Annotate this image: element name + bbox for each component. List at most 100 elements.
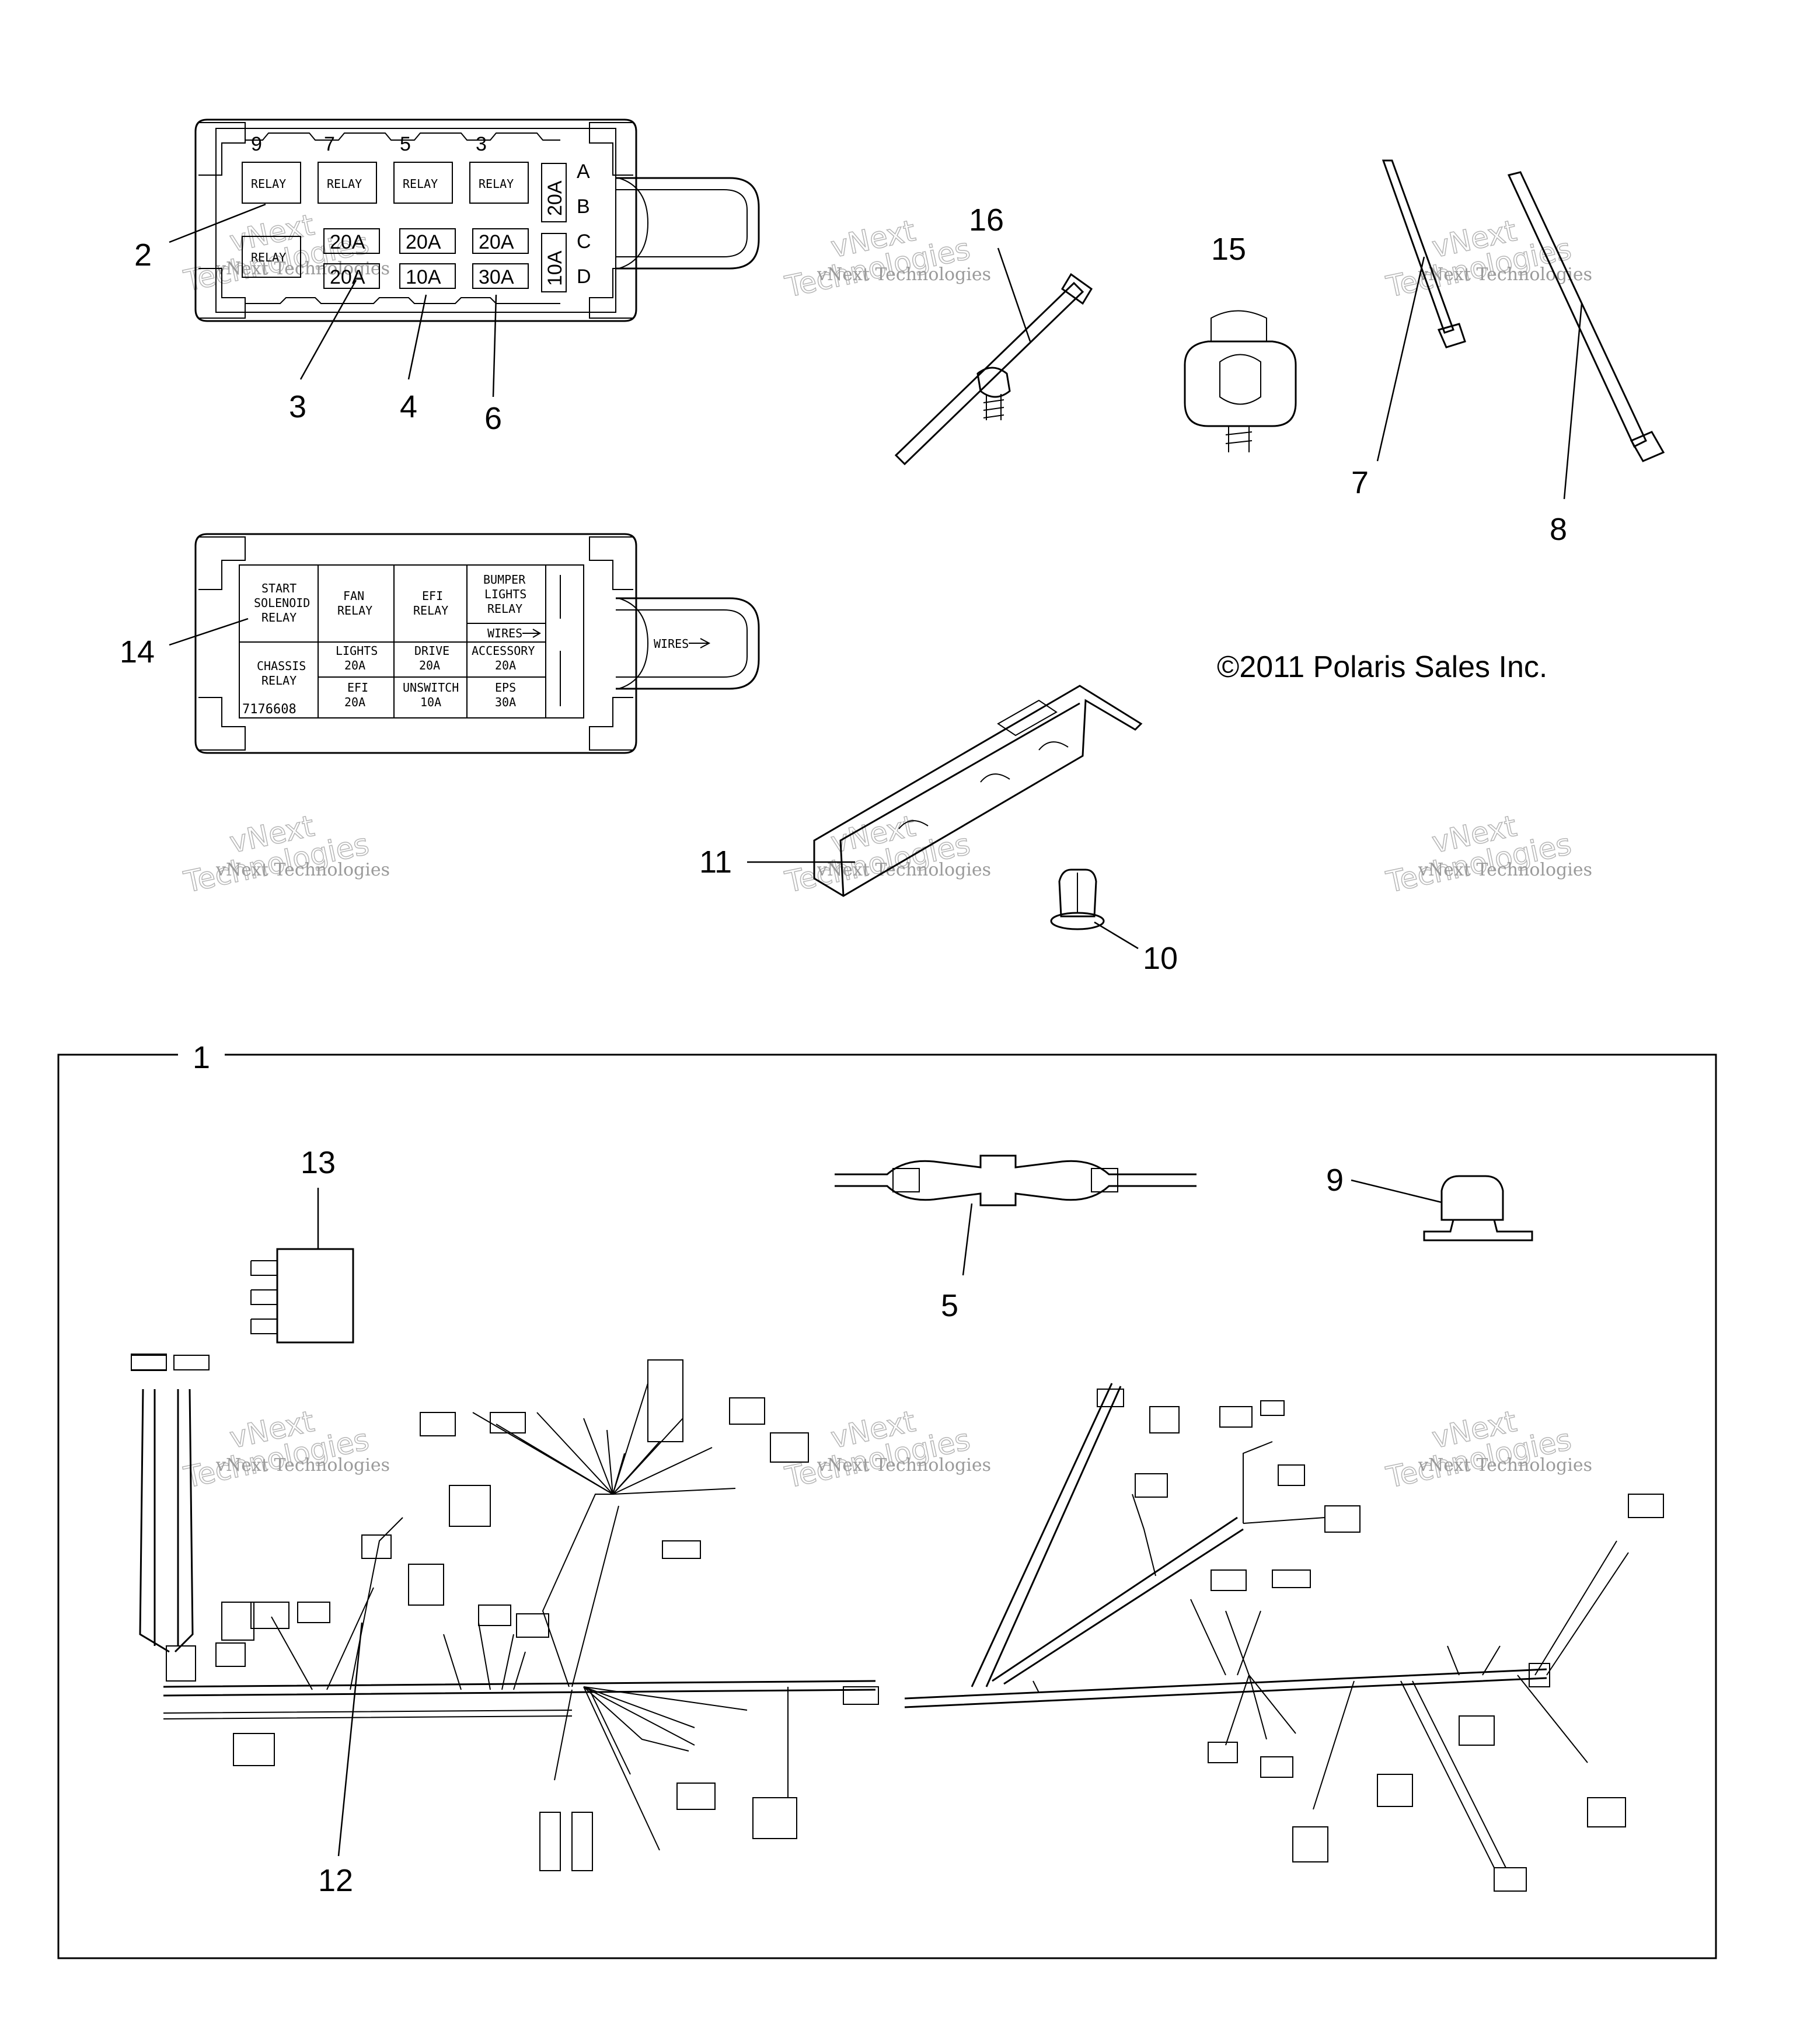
cell-text: 30A (495, 695, 516, 709)
cell-text: RELAY (261, 674, 296, 688)
part-15-clip (1184, 310, 1297, 452)
cell-text: DRIVE (414, 644, 449, 658)
watermark: vNext Technologies (1383, 808, 1575, 899)
part-10-push-rivet (1050, 868, 1105, 930)
callout-8: 8 (1550, 512, 1567, 547)
relay-label: RELAY (479, 177, 514, 191)
fuse-label: 10A (544, 250, 566, 286)
watermark: vNext Technologies (782, 213, 974, 304)
watermark-text: vNext Technologies (1418, 264, 1592, 285)
callout-6: 6 (484, 401, 502, 436)
callout-14: 14 (120, 634, 155, 669)
fuse-column-number: 3 (476, 133, 487, 155)
cell-text: RELAY (261, 611, 296, 625)
fuse-label: 30A (479, 266, 514, 288)
cell-text: EFI (422, 589, 443, 603)
cell-text: RELAY (487, 602, 522, 616)
watermark-text: vNext Technologies (1418, 860, 1592, 880)
watermark-text: vNext Technologies (817, 860, 991, 880)
leader-line (962, 1203, 973, 1276)
cell-text: CHASSIS (257, 659, 306, 673)
relay-label: RELAY (403, 177, 438, 191)
cell-text: 20A (495, 658, 516, 672)
cell-text: 20A (344, 658, 365, 672)
part-13-relay (250, 1248, 354, 1344)
harness-labels-right (1097, 1389, 1664, 1892)
leader-line (299, 280, 357, 380)
callout-15: 15 (1211, 232, 1246, 267)
kit-frame (57, 1054, 1717, 1959)
part-12-wiring-harness (131, 1354, 1664, 1892)
leader-line (337, 1622, 363, 1857)
watermark: vNext Technologies (180, 808, 372, 899)
fuse-row-letter: A (577, 161, 590, 183)
cell-text: LIGHTS (336, 644, 378, 658)
leader-line (492, 294, 497, 397)
leader-line (407, 294, 427, 380)
cell-text: 20A (419, 658, 440, 672)
cell-text: 10A (420, 695, 441, 709)
copyright-notice: ©2011 Polaris Sales Inc. (1217, 650, 1547, 684)
fuse-label: 20A (479, 231, 514, 253)
fuse-row-letter: D (577, 266, 591, 288)
watermark-text: vNext Technologies (215, 259, 390, 279)
wires-label: WIRES (487, 626, 522, 640)
watermark-text: vNext Technologies (1418, 1455, 1592, 1476)
cell-text: SOLENOID (254, 596, 310, 610)
cell-text: RELAY (413, 604, 448, 618)
cell-text: BUMPER (483, 573, 526, 587)
part-9-circuit-breaker (1423, 1175, 1533, 1241)
cell-text: RELAY (337, 604, 372, 618)
part-8-cable-tie (1507, 171, 1665, 462)
cell-text: EFI (347, 681, 368, 695)
harness-labels-left (131, 1354, 879, 1871)
leader-line (1351, 1179, 1442, 1204)
cell-text: 20A (344, 695, 365, 709)
callout-10: 10 (1143, 941, 1178, 976)
fuse-box-top: 9 7 5 3 RELAY RELAY RELAY RELAY RELAY 20… (194, 118, 760, 322)
callout-7: 7 (1351, 465, 1369, 500)
part-11-bracket (813, 685, 1143, 897)
watermark-text: vNext Technologies (817, 1455, 991, 1476)
fuse-label: 10A (406, 266, 441, 288)
callout-5: 5 (941, 1288, 958, 1323)
leader-line (169, 203, 266, 243)
callout-9: 9 (1326, 1163, 1344, 1198)
watermark-text: vNext Technologies (215, 1455, 390, 1476)
part-number: 7176608 (242, 702, 296, 717)
fuse-column-number: 7 (324, 133, 335, 155)
watermark: vNext Technologies (782, 808, 974, 899)
cell-text: EPS (495, 681, 516, 695)
callout-12: 12 (318, 1863, 353, 1898)
fuse-row-letter: C (577, 231, 591, 253)
callout-16: 16 (969, 203, 1004, 238)
leader-line (1376, 256, 1425, 462)
watermark-group: vNext Technologies vNext Technologies vN… (180, 207, 1592, 1495)
leader-line (1094, 921, 1139, 950)
relay-label: RELAY (327, 177, 362, 191)
watermark: vNext Technologies (180, 1404, 372, 1495)
fuse-label: 20A (544, 180, 566, 216)
callout-3: 3 (289, 389, 306, 424)
callout-2: 2 (134, 238, 152, 273)
part-16-cable-tie-mount (894, 273, 1093, 466)
callout-13: 13 (301, 1145, 336, 1180)
callout-11: 11 (699, 845, 732, 880)
cell-text: UNSWITCH (403, 681, 459, 695)
fuse-label: 20A (330, 266, 365, 288)
part-5-fuse-holder (835, 1154, 1197, 1206)
relay-label: RELAY (251, 250, 286, 264)
fuse-label: 20A (330, 231, 365, 253)
cell-text: LIGHTS (484, 587, 526, 601)
fuse-column-number: 5 (400, 133, 411, 155)
wires-label: WIRES (654, 637, 689, 651)
relay-label: RELAY (251, 177, 286, 191)
callout-4: 4 (400, 389, 417, 424)
cell-text: FAN (343, 589, 364, 603)
leader-line (1563, 303, 1583, 500)
fuse-label: 20A (406, 231, 441, 253)
part-7-cable-tie (1382, 159, 1466, 348)
leader-line (997, 247, 1031, 342)
watermark-text: vNext Technologies (215, 860, 390, 880)
